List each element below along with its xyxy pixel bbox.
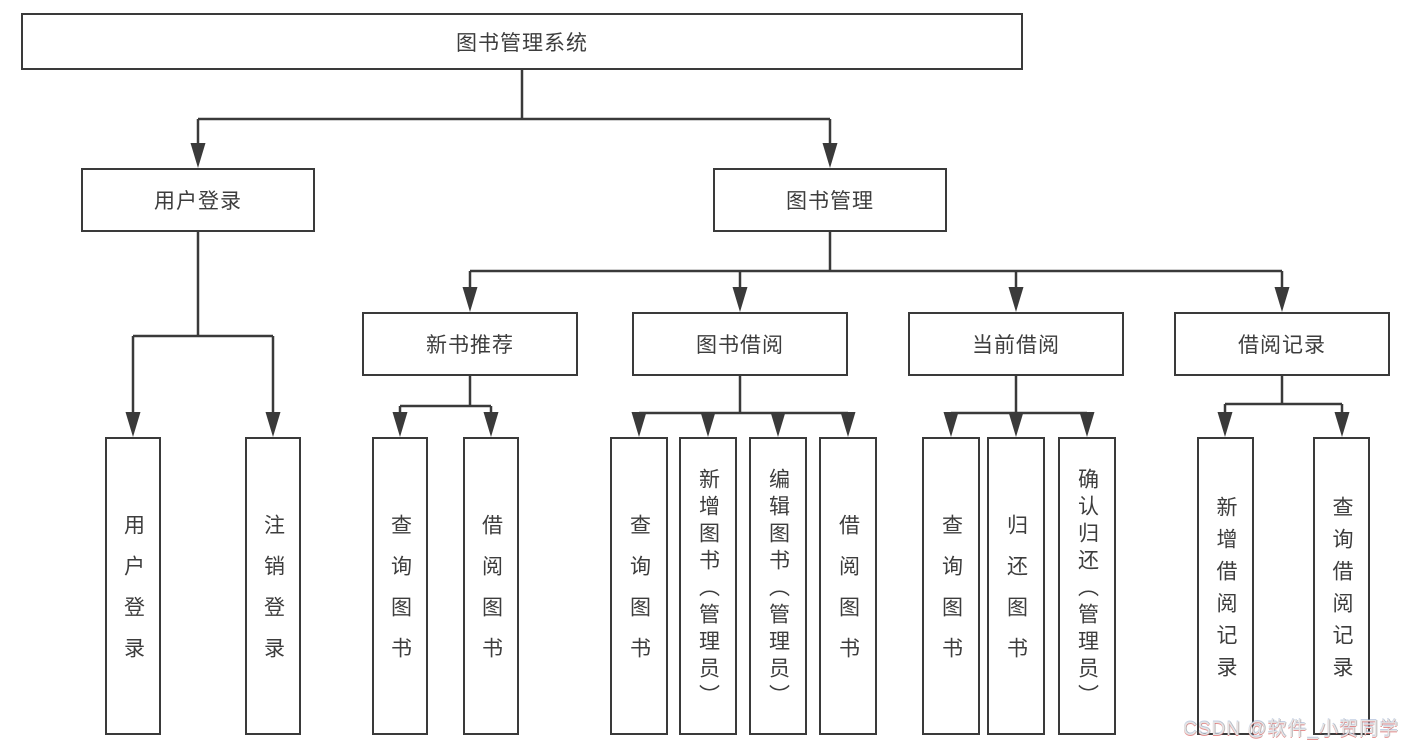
node-borrowing-records: 借阅记录 xyxy=(1174,312,1390,376)
connector-borrowing-children xyxy=(637,376,850,420)
node-label: 新书推荐 xyxy=(426,334,514,357)
node-label: 借阅记录 xyxy=(1238,334,1326,357)
connector-user-login-children xyxy=(131,232,275,420)
node-current-borrowing: 当前借阅 xyxy=(908,312,1124,376)
node-label: 当前借阅 xyxy=(972,334,1060,357)
arrowheads xyxy=(125,143,1350,437)
watermark: CSDN @软件_小贺同学 xyxy=(1183,719,1399,740)
node-label: 查询图书 xyxy=(388,514,412,678)
connector-root-to-level2 xyxy=(196,70,832,150)
leaf-query-books-current: 查询图书 xyxy=(922,437,980,735)
node-library-system: 图书管理系统 xyxy=(21,13,1023,70)
leaf-user-login: 用户登录 xyxy=(105,437,161,735)
node-label: 借阅图书 xyxy=(836,514,860,678)
node-user-login: 用户登录 xyxy=(81,168,315,232)
node-label: 查询图书 xyxy=(627,514,651,678)
leaf-borrow-books: 借阅图书 xyxy=(819,437,877,735)
leaf-query-books-recommend: 查询图书 xyxy=(372,437,428,735)
node-label: 新增借阅记录 xyxy=(1214,495,1237,688)
leaf-query-borrow-record: 查询借阅记录 xyxy=(1313,437,1370,735)
node-book-borrowing: 图书借阅 xyxy=(632,312,848,376)
node-book-management: 图书管理 xyxy=(713,168,947,232)
node-label: 用户登录 xyxy=(154,190,242,213)
node-label: 查询借阅记录 xyxy=(1330,495,1353,688)
leaf-borrow-books-recommend: 借阅图书 xyxy=(463,437,519,735)
node-new-book-recommendation: 新书推荐 xyxy=(362,312,578,376)
leaf-query-books-borrowing: 查询图书 xyxy=(610,437,668,735)
leaf-logout-login: 注销登录 xyxy=(245,437,301,735)
node-label: 查询图书 xyxy=(939,514,963,678)
node-label: 确认归还（管理员） xyxy=(1075,467,1099,711)
node-label: 新增图书（管理员） xyxy=(696,467,720,711)
connector-new-book-children xyxy=(398,376,493,420)
connector-book-mgmt-children xyxy=(468,232,1284,295)
leaf-edit-books-admin: 编辑图书（管理员） xyxy=(749,437,807,735)
leaf-return-books: 归还图书 xyxy=(987,437,1045,735)
node-label: 图书管理 xyxy=(786,190,874,213)
node-label: 归还图书 xyxy=(1004,514,1028,678)
node-label: 图书管理系统 xyxy=(456,31,588,55)
leaf-confirm-return-admin: 确认归还（管理员） xyxy=(1058,437,1116,735)
node-label: 借阅图书 xyxy=(479,514,503,678)
node-label: 编辑图书（管理员） xyxy=(766,467,790,711)
node-label: 注销登录 xyxy=(261,514,285,678)
leaf-add-books-admin: 新增图书（管理员） xyxy=(679,437,737,735)
node-label: 图书借阅 xyxy=(696,334,784,357)
leaf-add-borrow-record: 新增借阅记录 xyxy=(1197,437,1254,735)
node-label: 用户登录 xyxy=(121,514,145,678)
connector-records-children xyxy=(1223,376,1344,420)
